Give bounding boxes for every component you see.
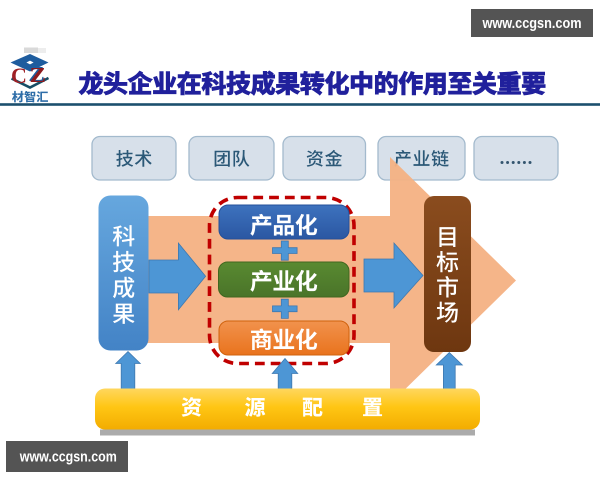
svg-text:www.ccgsn.com: www.ccgsn.com <box>19 448 117 465</box>
svg-text:Z: Z <box>28 62 45 86</box>
svg-text:www.ccgsn.com: www.ccgsn.com <box>482 15 582 32</box>
svg-text:C: C <box>11 63 27 88</box>
svg-text:Z: Z <box>30 63 47 87</box>
